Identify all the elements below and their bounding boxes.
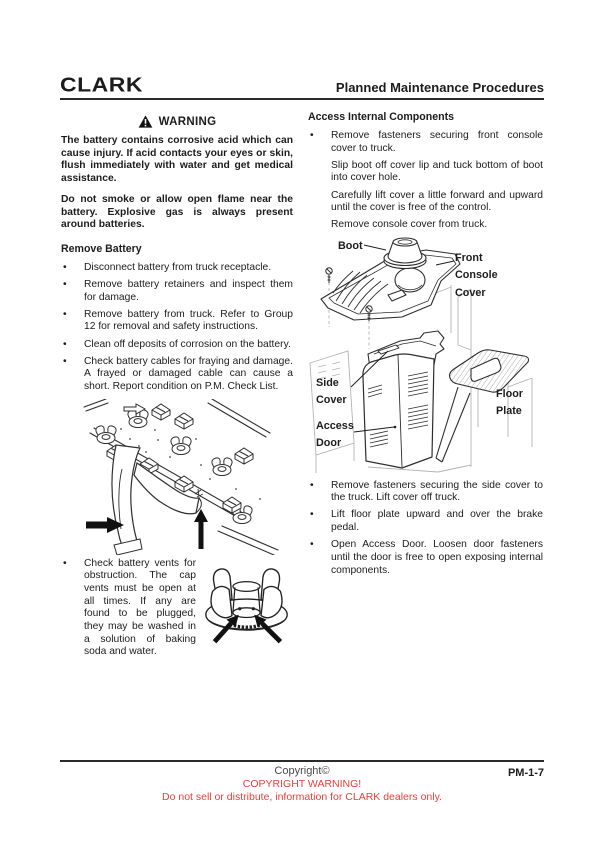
section-heading-remove-battery: Remove Battery	[61, 242, 142, 255]
section-heading-access-internal: Access Internal Components	[308, 111, 454, 123]
warning-title: WARNING	[158, 115, 217, 128]
vent-cap-drawing	[205, 568, 288, 644]
copyright-warning-text: Do not sell or distribute, information f…	[162, 791, 442, 803]
substep-text: Carefully lift cover a little forward an…	[331, 189, 543, 214]
bullet-item: • Remove fasteners securing the side cov…	[308, 480, 543, 505]
clark-logo: CLARK	[60, 72, 143, 96]
bullet-marker: •	[63, 338, 67, 350]
page-footer: Copyright© COPYRIGHT WARNING! Do not sel…	[60, 760, 544, 803]
bullet-marker: •	[63, 308, 67, 320]
bullet-item: • Lift floor plate upward and over the b…	[308, 509, 543, 534]
substep-text: Slip boot off cover lip and tuck bottom …	[331, 159, 543, 184]
page-title: Planned Maintenance Procedures	[335, 80, 544, 95]
bullet-text: Remove fasteners securing the side cover…	[331, 479, 543, 504]
bullet-item: • Remove fasteners securing front consol…	[308, 130, 543, 155]
battery-top-illustration	[83, 398, 279, 555]
copyright-warning-title: COPYRIGHT WARNING!	[242, 778, 362, 790]
copyright-text: Copyright©	[274, 765, 330, 777]
right-column: Access Internal Components • Remove fast…	[308, 106, 543, 663]
bullet-marker: •	[63, 355, 67, 367]
bullet-item: • Open Access Door. Loosen door fastener…	[308, 539, 543, 577]
bullet-item: •	[61, 558, 293, 659]
console-diagram-drawing	[309, 237, 533, 473]
bullet-marker: •	[310, 130, 314, 141]
bullet-marker: •	[63, 278, 67, 290]
bullet-text: Check battery cables for fraying and dam…	[84, 355, 293, 393]
page-header: CLARK Planned Maintenance Procedures	[60, 72, 544, 100]
bullet-text: Open Access Door. Loosen door fasteners …	[331, 539, 543, 576]
label-side-cover: Side Cover	[316, 376, 347, 407]
bullet-marker: •	[310, 509, 314, 521]
bullet-item: • Remove battery from truck. Refer to Gr…	[61, 309, 293, 334]
two-column-body: WARNING The battery contains corrosive a…	[61, 106, 543, 663]
check-vents-list: •	[61, 558, 293, 659]
label-front-console-cover: Front Console Cover	[455, 251, 498, 300]
bullet-item: • Remove battery retainers and inspect t…	[61, 279, 293, 304]
bullet-text: Clean off deposits of corrosion on the b…	[84, 338, 291, 350]
bullet-marker: •	[63, 557, 67, 569]
bullet-text: Check battery vents for obstruction. The…	[84, 557, 196, 658]
page-number: PM-1-7	[507, 767, 544, 779]
label-boot: Boot	[338, 239, 363, 252]
warning-paragraph: Do not smoke or allow open flame near th…	[61, 194, 293, 231]
bullet-text: Remove fasteners securing front console …	[331, 130, 543, 154]
bullet-marker: •	[310, 479, 314, 491]
footer-center-block: Copyright© COPYRIGHT WARNING! Do not sel…	[60, 765, 544, 803]
bullet-text: Remove battery retainers and inspect the…	[84, 278, 293, 303]
warning-heading: WARNING	[61, 115, 293, 128]
bullet-item: • Disconnect battery from truck receptac…	[61, 262, 293, 275]
bullet-text: Lift floor plate upward and over the bra…	[331, 509, 543, 534]
bullet-item: • Check battery cables for fraying and d…	[61, 356, 293, 394]
left-column: WARNING The battery contains corrosive a…	[61, 106, 293, 663]
warning-triangle-icon	[138, 115, 153, 128]
label-floor-plate: Floor Plate	[496, 387, 523, 418]
bullet-marker: •	[63, 261, 67, 273]
bullet-marker: •	[310, 539, 314, 551]
bullet-content: Check battery vents for obstruction. The…	[84, 558, 293, 659]
access-steps-list: • Remove fasteners securing front consol…	[308, 130, 543, 155]
bullet-item: • Clean off deposits of corrosion on the…	[61, 339, 293, 352]
bullet-text: Remove battery from truck. Refer to Grou…	[84, 308, 293, 333]
remove-battery-list: • Disconnect battery from truck receptac…	[61, 262, 293, 394]
bullet-text: Disconnect battery from truck receptacle…	[84, 261, 272, 273]
warning-box: WARNING The battery contains corrosive a…	[61, 115, 293, 232]
after-diagram-list: • Remove fasteners securing the side cov…	[308, 480, 543, 578]
warning-paragraph: The battery contains corrosive acid whic…	[61, 135, 293, 184]
substep-text: Remove console cover from truck.	[331, 219, 488, 231]
vent-cap-illustration	[201, 558, 293, 646]
console-exploded-diagram: Boot Front Console Cover Side Cover Acce…	[308, 237, 545, 475]
label-access-door: Access Door	[316, 419, 354, 450]
